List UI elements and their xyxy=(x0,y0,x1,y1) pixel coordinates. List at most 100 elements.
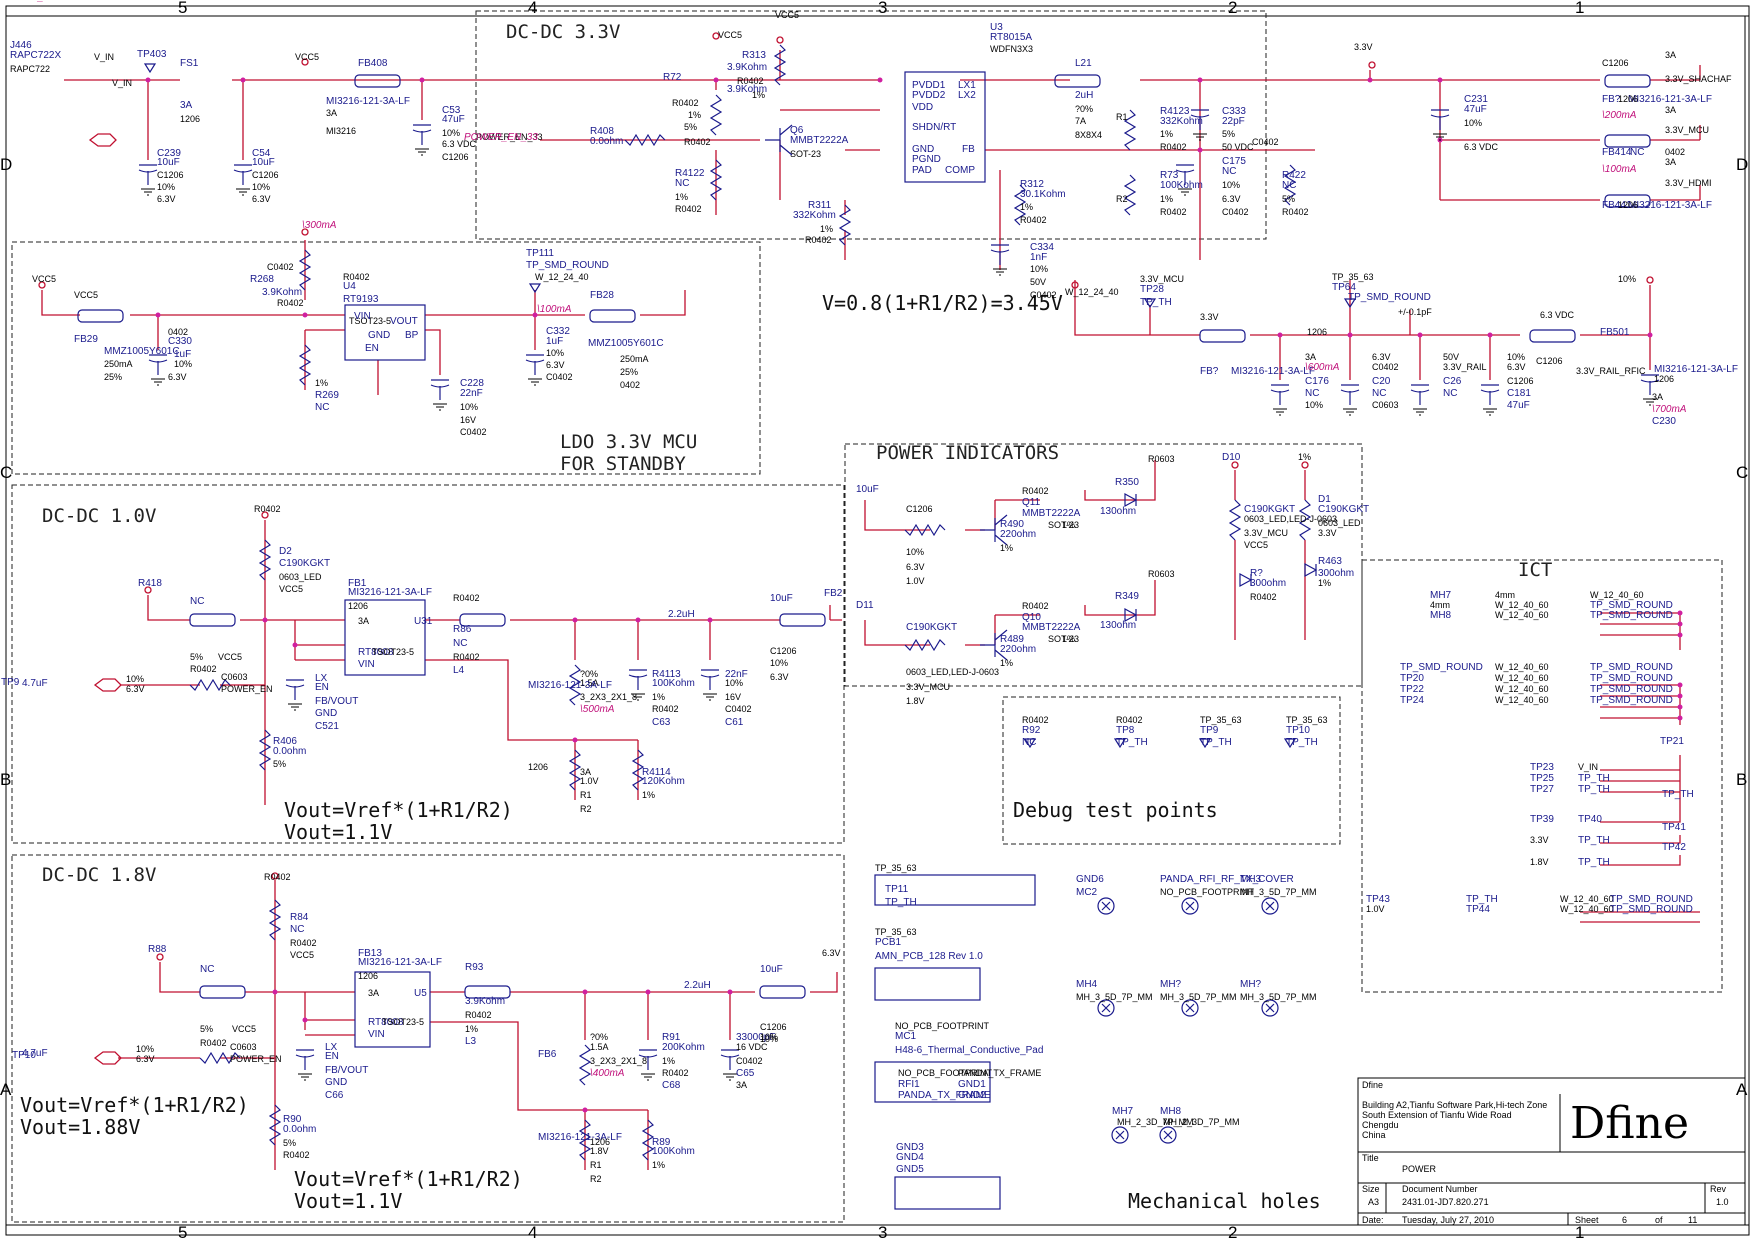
label-271: R418 xyxy=(138,578,162,589)
label-173: MMZ1005Y601C xyxy=(588,338,664,349)
label-70: 2uH xyxy=(1075,90,1093,101)
tb-size-label: Size xyxy=(1362,1184,1380,1194)
label-232: 1% xyxy=(1062,520,1075,530)
capacitor-15 xyxy=(285,679,305,700)
capacitor-gnd-6 xyxy=(151,378,165,386)
label-424: GND3 xyxy=(896,1142,924,1153)
label-333: NC xyxy=(290,924,304,935)
label-75: R2 xyxy=(1116,194,1128,204)
u31-rt8008 xyxy=(344,599,426,676)
label-331: R0402 xyxy=(264,872,291,882)
transistor-1 xyxy=(980,514,1008,546)
label-188: 3A xyxy=(1305,352,1316,362)
label-423: GND2 xyxy=(958,1090,986,1101)
label-245: SOT-23 xyxy=(1048,634,1079,644)
row-label-D-right: D xyxy=(1736,155,1748,174)
col-label-1-bottom: 1 xyxy=(1575,1223,1584,1241)
resistor-8 xyxy=(298,249,312,291)
indicators-box xyxy=(844,443,1363,687)
label-480: TP43 xyxy=(1366,894,1390,905)
label-264: 300ohm xyxy=(1318,568,1354,579)
label-139: 1uF xyxy=(174,349,191,360)
label-296: 5% xyxy=(273,759,286,769)
label-323: 1206 xyxy=(528,762,548,772)
l21-symbol xyxy=(1054,74,1101,88)
label-256: 300ohm xyxy=(1250,578,1286,589)
label-493: 11 xyxy=(0,0,9,2)
label-169: 10% xyxy=(546,348,564,358)
label-324: 3A xyxy=(580,767,591,777)
col-label-2-top: 2 xyxy=(1228,0,1237,17)
dcdc18-box xyxy=(11,854,845,1223)
label-451: TP_SMD_ROUND xyxy=(1590,610,1673,621)
label-156: GND xyxy=(368,330,390,341)
label-159: 22nF xyxy=(460,388,483,399)
label-415: NO_PCB_FOOTPRINT xyxy=(895,1021,990,1031)
label-304: 1.5A xyxy=(580,678,599,688)
label-155: EN xyxy=(365,343,379,354)
label-404: TP9 xyxy=(1200,725,1219,736)
label-315: C0402 xyxy=(725,704,752,714)
led-3 xyxy=(1304,562,1318,578)
junction-33 xyxy=(1677,682,1683,688)
label-345: U5 xyxy=(414,988,427,999)
label-422: GND1 xyxy=(958,1079,986,1090)
label-449: W_12_40_60 xyxy=(1590,590,1644,600)
capacitor-3 xyxy=(1190,109,1210,130)
junction-7 xyxy=(1437,77,1443,83)
label-112: C1206 xyxy=(1602,58,1629,68)
label-191: NC xyxy=(1305,388,1319,399)
label-316: C61 xyxy=(725,717,744,728)
tb-docnum-label: Document Number xyxy=(1402,1184,1478,1194)
label-200: 3.3V_RAIL xyxy=(1443,362,1487,372)
label-249: R0603 xyxy=(1148,569,1175,579)
mc2-box xyxy=(894,1176,1001,1210)
tb-sheet-label: Sheet xyxy=(1575,1215,1599,1225)
label-6: FS1 xyxy=(180,58,199,69)
label-267: D2 xyxy=(279,546,292,557)
label-340: VCC5 xyxy=(232,1024,256,1034)
label-417: H48-6_Thermal_Conductive_Pad xyxy=(895,1045,1043,1056)
label-138: C330 xyxy=(168,336,192,347)
junction-20 xyxy=(302,1017,308,1023)
label-303: ?0% xyxy=(580,669,598,679)
label-448: W_12_40_60 xyxy=(1495,610,1549,620)
label-462: TP_SMD_ROUND xyxy=(1590,684,1673,695)
label-82: 1% xyxy=(1160,194,1173,204)
label-432: MH_3_5D_7P_MM xyxy=(1240,887,1317,897)
resistor-4 xyxy=(1123,109,1137,151)
label-12: 10% xyxy=(157,182,175,192)
capacitor-gnd-7 xyxy=(433,403,447,411)
junction-27 xyxy=(1417,332,1423,338)
label-122: 3A xyxy=(1665,105,1676,115)
junction-30 xyxy=(1677,610,1683,616)
power-pin-5 xyxy=(261,511,269,519)
label-101: R0402 xyxy=(1020,215,1047,225)
port-flag-2 xyxy=(93,1051,122,1065)
label-426: GND5 xyxy=(896,1164,924,1175)
test-point-6 xyxy=(1198,738,1212,749)
capacitor-gnd-1 xyxy=(236,188,250,196)
label-39: R4122 xyxy=(675,168,705,179)
label-473: TP40 xyxy=(1578,814,1602,825)
label-251: C190KGKT xyxy=(1244,504,1295,515)
label-66: LX2 xyxy=(958,90,976,101)
capacitor-14 xyxy=(1640,374,1660,395)
label-183: W_12_24_40 xyxy=(1065,287,1119,297)
capacitor-7 xyxy=(430,379,450,400)
label-440: MH_2_3D_7P_MM xyxy=(1117,1117,1194,1127)
label-327: R2 xyxy=(580,804,592,814)
resistor-1 xyxy=(709,159,723,201)
label-150: U4 xyxy=(343,281,356,292)
label-365: R0402 xyxy=(465,1010,492,1020)
label-389: MI3216-121-3A-LF xyxy=(538,1132,622,1143)
capacitor-gnd-18 xyxy=(298,1073,312,1081)
formula-1v8-b: Vout=1.88V xyxy=(20,1115,140,1139)
label-179: TP_TH xyxy=(1140,297,1172,308)
label-41: 1% xyxy=(675,192,688,202)
label-285: EN xyxy=(315,682,329,693)
label-302: 2.2uH xyxy=(668,609,695,620)
capacitor-gnd-12 xyxy=(1413,408,1427,416)
label-292: C0603 xyxy=(221,672,248,682)
